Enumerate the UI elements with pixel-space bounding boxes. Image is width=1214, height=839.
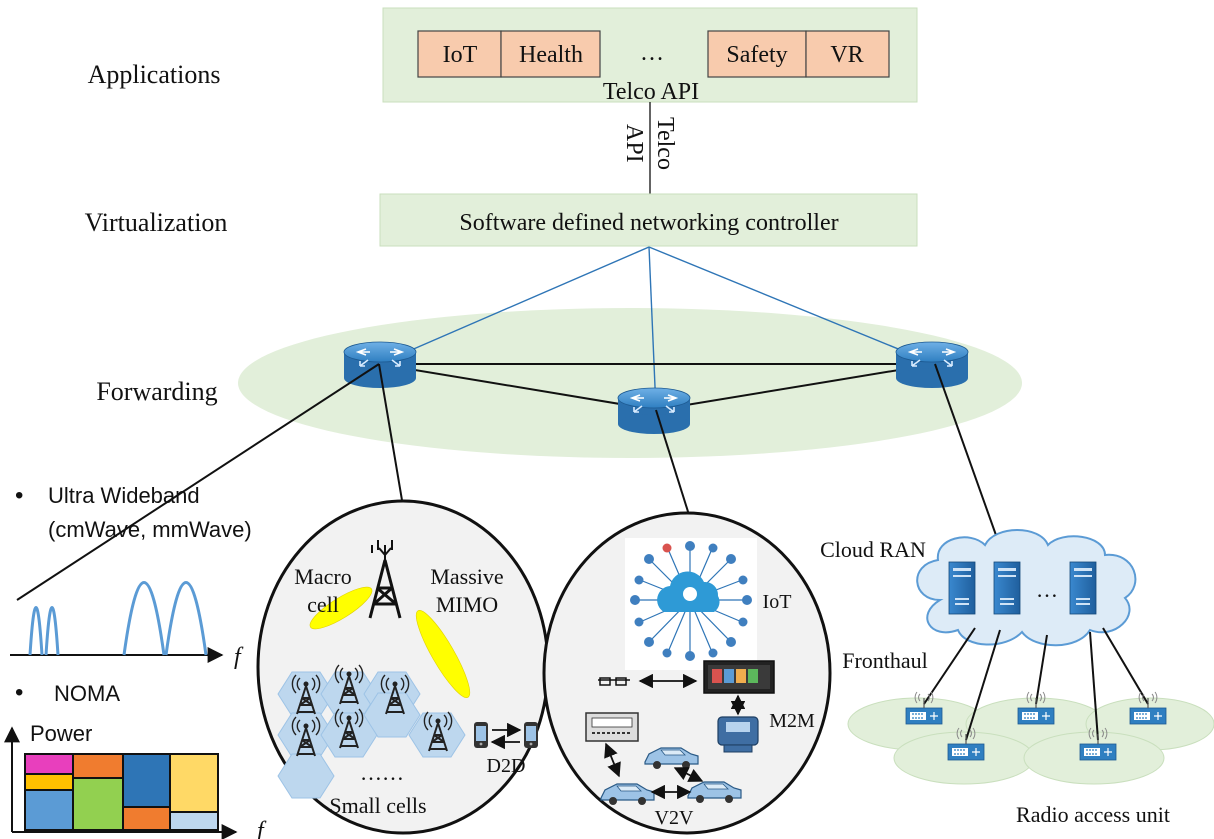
radio-access-unit-label: Radio access unit bbox=[1016, 802, 1170, 827]
forwarding-layer-label: Forwarding bbox=[96, 377, 217, 406]
rotated-telco-label: Telco bbox=[652, 117, 678, 170]
noma-power-label: Power bbox=[30, 721, 92, 746]
d2d-label: D2D bbox=[487, 755, 526, 777]
cloud-ran-cloud bbox=[916, 529, 1137, 647]
app-label-vr: VR bbox=[830, 42, 863, 68]
router-links bbox=[378, 363, 936, 411]
sdn-control-links bbox=[378, 246, 936, 411]
access-links bbox=[16, 363, 1003, 601]
sdn-controller-box bbox=[379, 193, 918, 247]
forwarding-plane bbox=[238, 308, 1022, 458]
smart-tv-icon bbox=[703, 660, 775, 694]
app-ellipsis: … bbox=[640, 40, 664, 66]
uwb-bullet: • bbox=[15, 482, 23, 509]
noma-resource-grid bbox=[24, 753, 219, 831]
server-icon bbox=[948, 561, 976, 615]
rotated-api-label: API bbox=[621, 124, 647, 163]
server-ellipsis: … bbox=[1036, 577, 1058, 602]
v2v-label: V2V bbox=[655, 807, 694, 829]
app-label-iot: IoT bbox=[443, 42, 478, 68]
macro-label-line2: cell bbox=[307, 592, 339, 617]
noma-bullet: • bbox=[15, 679, 23, 706]
noma-title: NOMA bbox=[54, 681, 120, 706]
iot-label: IoT bbox=[763, 591, 792, 613]
mimo-beam-left bbox=[309, 586, 373, 630]
noma-freq-symbol: f bbox=[257, 818, 267, 839]
radio-unit-icon bbox=[1017, 691, 1055, 725]
smart-glasses-icon bbox=[598, 677, 630, 686]
uwb-label-line2: (cmWave, mmWave) bbox=[48, 517, 252, 542]
router-center bbox=[617, 387, 691, 435]
macro-cell-tower-icon bbox=[368, 540, 402, 619]
meter-car-link bbox=[604, 742, 621, 778]
small-cells-dots: …… bbox=[360, 760, 404, 785]
virtualization-layer-label: Virtualization bbox=[85, 208, 228, 237]
uwb-spectrum-curves bbox=[28, 581, 208, 656]
uwb-freq-symbol: f bbox=[234, 644, 244, 670]
car-car-diagonal-link bbox=[673, 767, 704, 782]
macro-label-line1: Macro bbox=[294, 564, 351, 589]
radio-unit-icon bbox=[905, 691, 943, 725]
app-label-health: Health bbox=[519, 42, 583, 68]
mimo-label-line2: MIMO bbox=[436, 592, 498, 617]
fronthaul-links bbox=[923, 627, 1149, 741]
svg-text:Telco: Telco bbox=[652, 117, 678, 170]
m2m-label: M2M bbox=[769, 710, 815, 732]
mimo-beam-right bbox=[415, 610, 471, 698]
small-cells-label: Small cells bbox=[329, 793, 426, 818]
applications-layer-label: Applications bbox=[88, 60, 221, 89]
server-icon bbox=[993, 561, 1021, 615]
app-box-vr bbox=[805, 30, 890, 78]
iot-hub-graphic bbox=[625, 538, 757, 670]
uwb-label-line1: Ultra Wideband bbox=[48, 483, 200, 508]
server-icon bbox=[1069, 561, 1097, 615]
svg-text:API: API bbox=[621, 124, 647, 163]
router-right bbox=[895, 341, 969, 389]
robot-icon bbox=[717, 716, 759, 753]
fronthaul-label: Fronthaul bbox=[842, 648, 928, 673]
sdn-controller-label: Software defined networking controller bbox=[459, 210, 838, 236]
mimo-label-line1: Massive bbox=[430, 564, 503, 589]
telco-api-label: Telco API bbox=[603, 79, 699, 105]
app-box-iot bbox=[417, 30, 502, 78]
d2d-phone-icon bbox=[474, 722, 488, 748]
smart-meter-icon bbox=[585, 712, 639, 742]
app-label-safety: Safety bbox=[726, 42, 787, 68]
d2d-phone-icon bbox=[524, 722, 538, 748]
radio-unit-icon bbox=[1129, 691, 1167, 725]
cloud-ran-label: Cloud RAN bbox=[820, 537, 926, 562]
app-box-health bbox=[500, 30, 601, 78]
